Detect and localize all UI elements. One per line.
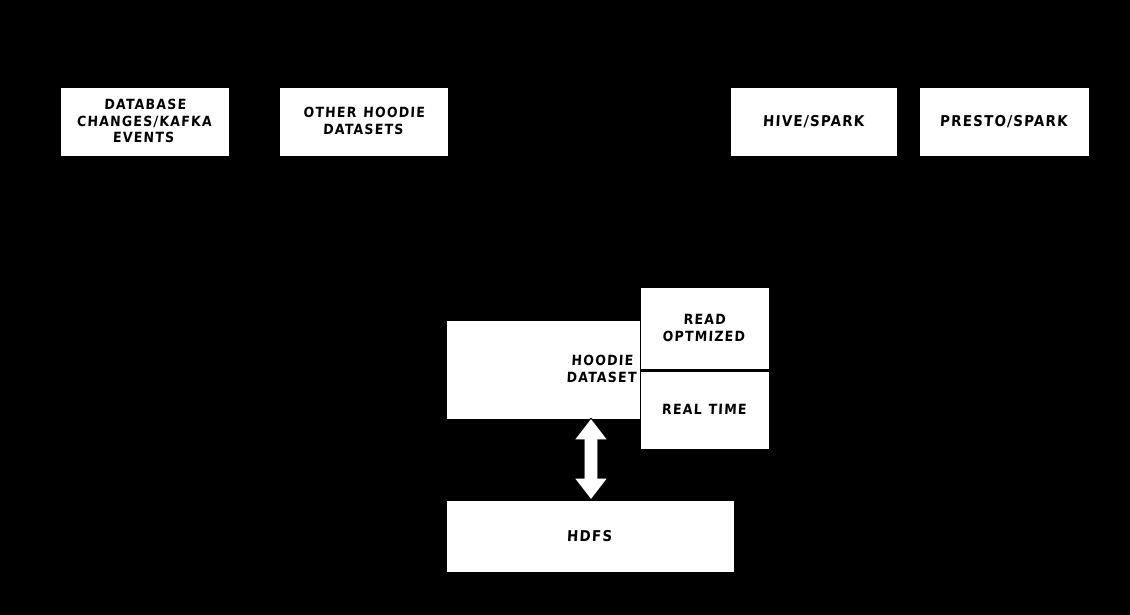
node-other-hoodie-datasets[interactable]: OTHER HOODIE DATASETS <box>280 88 448 156</box>
arrow-shape <box>573 418 609 500</box>
node-label: HOODIE DATASET <box>566 353 638 386</box>
node-label: REAL TIME <box>661 402 749 419</box>
node-label: READ OPTMIZED <box>662 311 747 345</box>
node-presto-spark[interactable]: PRESTO/SPARK <box>920 88 1089 156</box>
double-headed-arrow-icon <box>573 418 609 500</box>
node-real-time-view[interactable]: REAL TIME <box>641 372 769 449</box>
node-read-optimized-view[interactable]: READ OPTMIZED <box>641 288 769 372</box>
node-label: OTHER HOODIE DATASETS <box>302 105 427 138</box>
node-label: HIVE/SPARK <box>762 112 866 131</box>
node-hoodie-dataset[interactable]: HOODIE DATASET <box>447 321 640 419</box>
node-label: HDFS <box>566 526 615 545</box>
node-label: PRESTO/SPARK <box>939 112 1070 131</box>
node-database-changes-kafka-events[interactable]: DATABASE CHANGES/KAFKA EVENTS <box>61 88 229 156</box>
double-headed-arrow-svg <box>573 418 609 500</box>
node-label: DATABASE CHANGES/KAFKA EVENTS <box>76 97 214 147</box>
node-hive-spark[interactable]: HIVE/SPARK <box>731 88 897 156</box>
node-hdfs[interactable]: HDFS <box>447 501 734 572</box>
